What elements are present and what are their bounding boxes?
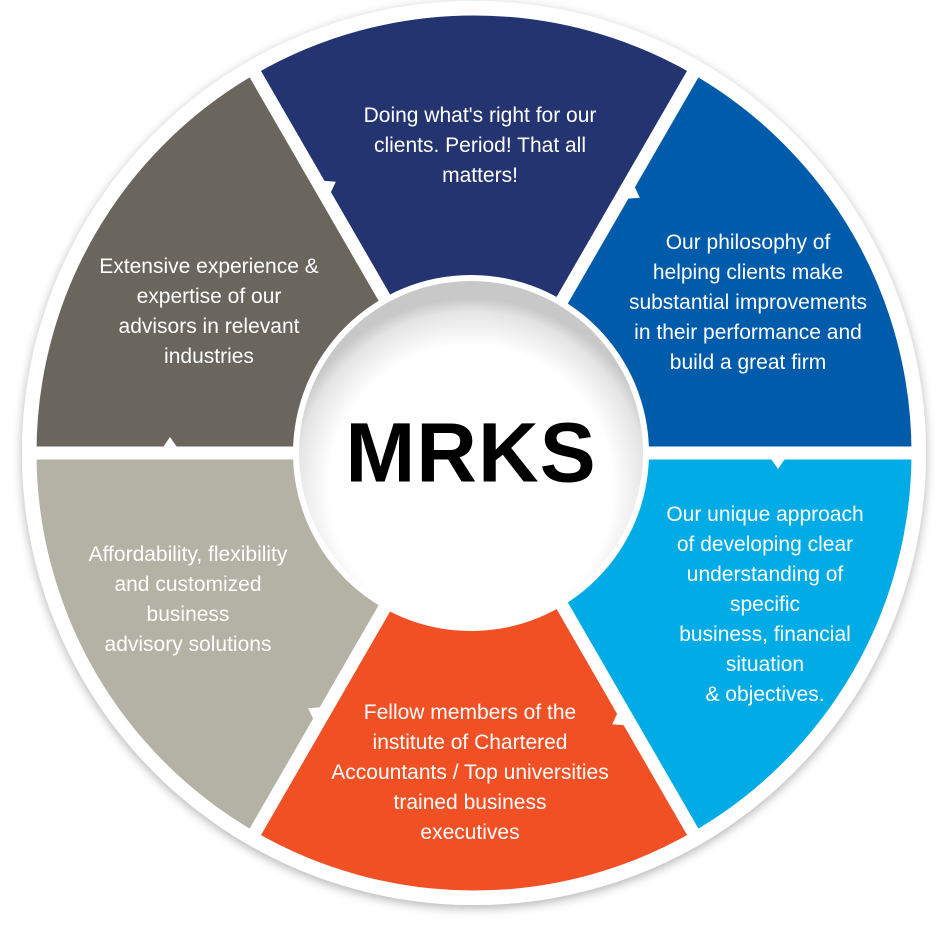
- center-circle: [299, 281, 643, 625]
- arrow-notch-icon: [159, 437, 181, 453]
- text-line: and customized: [114, 573, 262, 596]
- text-line: substantial improvements: [628, 291, 868, 314]
- text-line: Fellow members of the: [363, 701, 577, 724]
- text-line: business: [146, 603, 230, 626]
- segment-text-lower-right: Our unique approach of developing clear …: [666, 500, 863, 710]
- segment-top: [245, 2, 703, 460]
- text-line: of developing clear: [676, 533, 854, 556]
- text-line: in their performance and: [634, 321, 862, 344]
- text-line: Accountants / Top universities: [331, 761, 609, 784]
- text-line: trained business: [393, 791, 547, 814]
- arrow-notch-icon: [612, 706, 632, 726]
- text-line: Doing what's right for our: [363, 104, 597, 127]
- text-line: Our unique approach: [666, 503, 864, 526]
- text-line: helping clients make: [652, 261, 844, 284]
- segment-text-upper-left: Extensive experience & expertise of our …: [99, 252, 318, 372]
- segment-text-lower-left: Affordability, flexibility and customize…: [89, 540, 288, 660]
- text-line: Affordability, flexibility: [88, 543, 288, 566]
- text-line: matters!: [442, 164, 518, 187]
- text-line: build a great firm: [669, 351, 827, 374]
- arrow-notch-icon: [620, 180, 640, 200]
- segment-text-bottom: Fellow members of the institute of Chart…: [331, 698, 608, 848]
- text-line: situation: [725, 653, 805, 676]
- segment-bottom: [245, 446, 703, 904]
- text-line: expertise of our: [136, 285, 282, 308]
- text-line: business, financial: [679, 623, 851, 646]
- segment-text-upper-right: Our philosophy of helping clients make s…: [629, 228, 867, 378]
- text-line: Our philosophy of: [665, 231, 831, 254]
- center-label: MRKS: [345, 405, 597, 500]
- text-line: Extensive experience &: [99, 255, 319, 278]
- text-line: advisors in relevant: [118, 315, 300, 338]
- text-line: executives: [420, 821, 520, 844]
- arrow-notch-icon: [767, 453, 789, 469]
- text-line: institute of Chartered: [372, 731, 568, 754]
- text-line: advisory solutions: [104, 633, 272, 656]
- text-line: specific: [729, 593, 801, 616]
- text-line: clients. Period! That all: [373, 134, 587, 157]
- text-line: understanding of: [686, 563, 844, 586]
- text-line: industries: [164, 345, 254, 368]
- text-line: & objectives.: [705, 683, 825, 706]
- arrow-notch-icon: [308, 706, 328, 726]
- arrow-notch-icon: [316, 180, 336, 200]
- segment-text-top: Doing what's right for our clients. Peri…: [364, 101, 597, 191]
